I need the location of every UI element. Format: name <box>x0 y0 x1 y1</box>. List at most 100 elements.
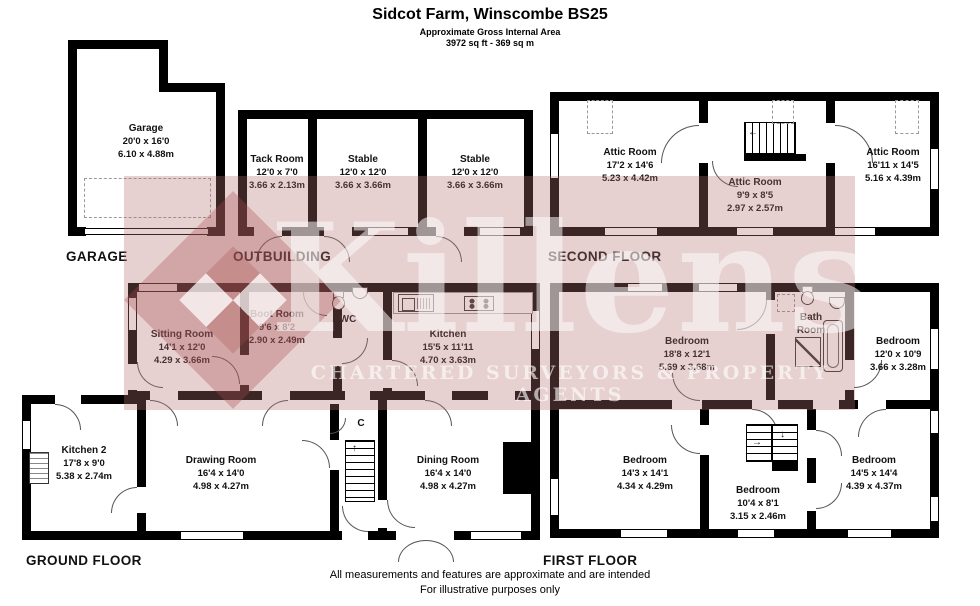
window <box>138 283 178 292</box>
staircase-first-floor <box>772 424 798 462</box>
door-opening <box>845 360 854 390</box>
room-label-bath-room: Bath Room <box>796 312 826 336</box>
window <box>737 529 775 538</box>
skylight-outline <box>895 100 919 134</box>
window <box>22 420 31 450</box>
door-opening <box>55 395 81 404</box>
window <box>930 328 939 370</box>
door-swing-arc <box>858 409 886 437</box>
wall-segment <box>550 92 939 101</box>
door-swing-arc <box>426 540 454 562</box>
page-title: Sidcot Farm, Winscombe BS25 <box>372 6 608 23</box>
door-swing-arc <box>302 440 330 468</box>
wall-segment <box>159 40 168 92</box>
wall-segment <box>699 92 708 236</box>
stairs-direction-arrow: ↑ <box>352 443 357 454</box>
door-opening <box>699 123 708 163</box>
wall-segment <box>807 409 816 536</box>
window <box>550 133 559 179</box>
door-swing-arc <box>342 506 368 532</box>
door-swing-arc <box>672 373 700 401</box>
shower-icon <box>795 337 821 367</box>
door-opening <box>342 531 368 540</box>
wall-segment <box>383 283 392 400</box>
garage-door <box>84 228 209 235</box>
door-opening <box>137 487 146 513</box>
wall-segment <box>128 283 137 400</box>
door-opening <box>150 391 178 400</box>
shower-tray-outline <box>777 294 795 312</box>
staircase-second-floor <box>744 122 796 154</box>
door-swing-arc <box>330 418 346 434</box>
door-swing-arc <box>262 400 288 426</box>
window <box>930 496 939 522</box>
stairs-direction-arrow: ↓ <box>780 429 785 440</box>
door-opening <box>378 500 387 528</box>
door-opening <box>383 360 392 388</box>
wall-segment <box>68 40 77 236</box>
door-opening <box>324 227 352 236</box>
door-swing-arc <box>398 540 426 562</box>
door-opening <box>488 391 515 400</box>
window <box>470 531 522 540</box>
skylight-outline <box>587 100 613 134</box>
door-opening <box>333 338 342 366</box>
wall-segment <box>68 227 86 236</box>
door-opening <box>752 400 778 409</box>
door-opening <box>672 400 702 409</box>
garage-door-outline <box>84 178 211 218</box>
door-swing-arc <box>425 400 452 426</box>
window <box>930 148 939 190</box>
door-opening <box>254 227 282 236</box>
room-label-wc: WC <box>339 314 357 325</box>
door-swing-arc <box>342 338 368 364</box>
floor-label-first: FIRST FLOOR <box>543 553 638 568</box>
cooker-icon <box>29 452 49 484</box>
window <box>180 531 244 540</box>
hob-icon <box>464 296 494 311</box>
stairs-direction-arrow: → <box>752 437 762 448</box>
door-swing-arc <box>150 400 178 426</box>
window <box>604 227 658 236</box>
window <box>698 283 738 292</box>
wall-segment <box>700 409 709 536</box>
room-label-cupboard: C <box>357 418 365 429</box>
door-swing-arc <box>737 300 767 330</box>
wall-segment <box>238 110 533 119</box>
wall-segment <box>308 110 317 236</box>
door-opening <box>330 440 339 470</box>
floor-label-ground: GROUND FLOOR <box>26 553 142 568</box>
door-opening <box>826 123 835 163</box>
door-opening <box>240 355 249 385</box>
skylight-outline <box>772 100 794 124</box>
wall-segment <box>137 395 146 540</box>
wall-segment <box>378 395 387 540</box>
wall-segment <box>418 110 427 236</box>
window <box>930 410 939 434</box>
window <box>531 310 540 350</box>
window <box>620 529 668 538</box>
wall-segment <box>128 391 540 400</box>
door-opening <box>700 425 709 455</box>
bathtub-icon <box>823 320 843 372</box>
toilet-icon <box>801 286 814 305</box>
window <box>550 478 559 516</box>
wall-segment <box>845 292 854 400</box>
wall-segment <box>550 400 939 409</box>
basin-icon <box>352 287 368 299</box>
wall-segment <box>22 531 146 540</box>
wall-segment <box>159 83 225 92</box>
door-opening <box>425 391 452 400</box>
